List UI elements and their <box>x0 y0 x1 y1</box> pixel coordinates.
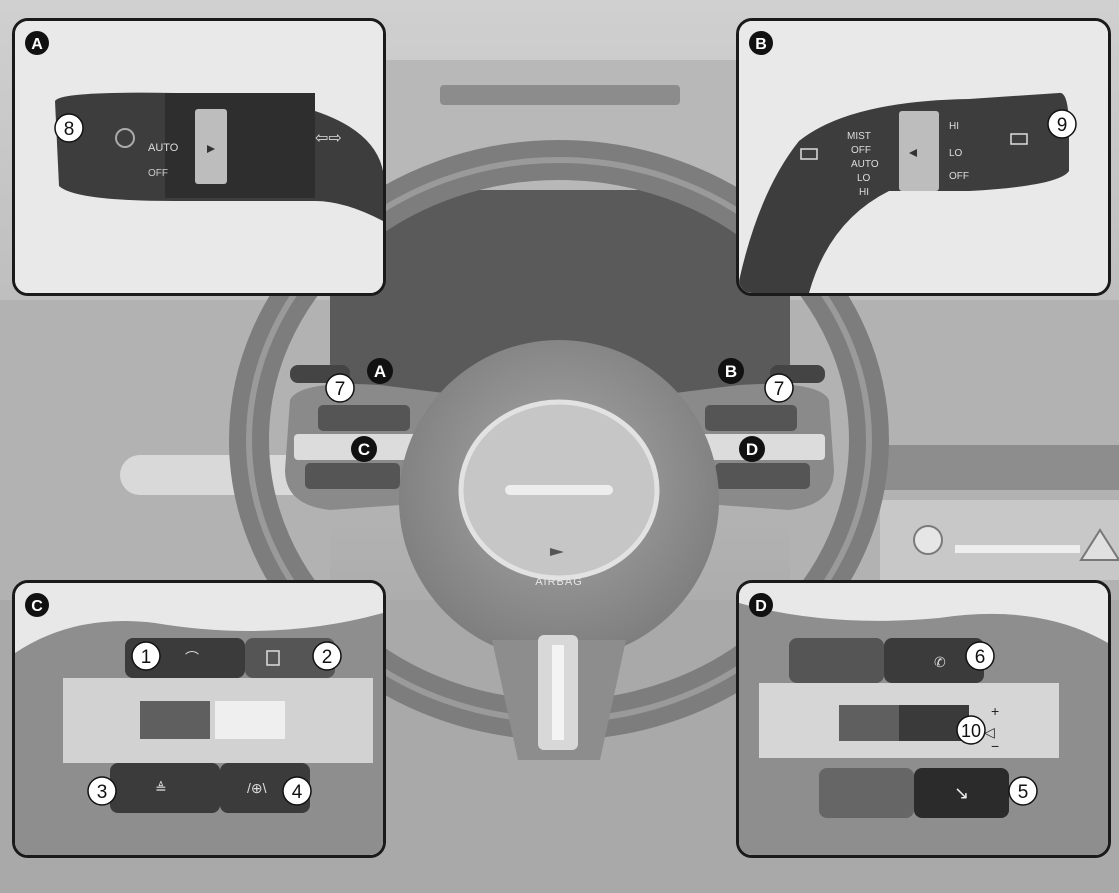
inset-b-wiper-switch: B 9 MIST OFF AUTO LO HI HI LO OFF <box>736 18 1111 296</box>
button-blank-lower <box>819 768 914 818</box>
svg-text:B: B <box>725 362 737 381</box>
inset-a-light-switch: A 8 AUTO OFF ⇦⇨ <box>12 18 386 296</box>
callout-4 <box>282 776 312 806</box>
inset-a-badge <box>25 31 49 55</box>
inset-c-left-buttons: C 1 2 3 4 ⌒ ≜ /⊕\ <box>12 580 386 858</box>
driving-assist-icon: ⌒ <box>185 650 199 666</box>
svg-text:D: D <box>755 598 767 615</box>
lights-position-auto: AUTO <box>148 142 179 154</box>
svg-text:10: 10 <box>961 721 981 741</box>
right-air-vent <box>880 445 1119 490</box>
left-spoke-upper-buttons <box>318 405 410 431</box>
svg-text:7: 7 <box>335 379 346 400</box>
sun-icon <box>115 128 135 148</box>
callout-2 <box>312 641 342 671</box>
svg-text:2: 2 <box>322 647 333 668</box>
volume-plus: + <box>991 703 999 719</box>
button-2 <box>245 638 335 678</box>
inset-d-badge <box>749 593 773 617</box>
volume-minus: − <box>991 738 999 754</box>
left-buttons-drawing: C 1 2 3 4 ⌒ ≜ /⊕\ <box>15 583 383 855</box>
svg-text:A: A <box>374 362 386 381</box>
front-wiper-icon <box>800 148 818 160</box>
washer-position-off: OFF <box>949 171 969 182</box>
marker-a: A <box>367 358 393 384</box>
callout-1 <box>131 641 161 671</box>
callout-10 <box>956 715 986 745</box>
left-roller-wheel <box>215 701 285 739</box>
svg-text:4: 4 <box>292 782 303 803</box>
marker-c: C <box>351 436 377 462</box>
rear-wiper-icon <box>1010 133 1028 145</box>
marker-b: B <box>718 358 744 384</box>
washer-position-lo: LO <box>949 148 963 159</box>
wiper-switch-drawing: B 9 MIST OFF AUTO LO HI HI LO OFF <box>739 21 1108 293</box>
svg-text:C: C <box>358 440 370 459</box>
wiper-position-hi: HI <box>859 187 869 198</box>
svg-text:3: 3 <box>97 782 108 803</box>
left-spoke-lower-buttons <box>305 463 400 489</box>
airbag-label: AIRBAG <box>535 576 583 588</box>
inset-b-badge <box>749 31 773 55</box>
callout-6 <box>965 641 995 671</box>
button-5 <box>914 768 1009 818</box>
light-rotary-switch <box>195 109 227 184</box>
lane-assist-icon: /⊕\ <box>247 780 267 796</box>
wiper-position-mist: MIST <box>847 131 871 142</box>
button-blank-upper <box>789 638 884 683</box>
callout-9 <box>1047 109 1077 139</box>
horn-icon <box>550 548 564 556</box>
start-button <box>913 525 943 555</box>
wiper-position-off: OFF <box>851 145 871 156</box>
right-spoke-lower-buttons <box>715 463 810 489</box>
wiper-position-lo: LO <box>857 173 871 184</box>
turn-signal-arrows-icon: ⇦⇨ <box>315 130 342 147</box>
mute-icon: ◁ <box>984 724 995 740</box>
svg-text:B: B <box>755 36 767 53</box>
washer-position-hi: HI <box>949 121 959 132</box>
svg-text:8: 8 <box>64 119 75 140</box>
svg-text:A: A <box>31 36 43 53</box>
hazard-icon <box>1079 528 1119 561</box>
cruise-icon: ≜ <box>155 780 167 796</box>
svg-text:C: C <box>31 598 43 615</box>
right-spoke-upper-buttons <box>705 405 797 431</box>
marker-d: D <box>739 436 765 462</box>
svg-text:9: 9 <box>1057 115 1068 136</box>
svg-text:7: 7 <box>774 379 785 400</box>
button-3 <box>110 763 220 813</box>
phone-call-icon: ↘ <box>954 783 969 803</box>
right-buttons-drawing: D 6 10 5 + − ◁ ✆ ↘ <box>739 583 1108 855</box>
voice-recognition-icon: ✆ <box>934 654 946 670</box>
callout-5 <box>1008 776 1038 806</box>
inset-c-badge <box>25 593 49 617</box>
instrument-cluster <box>330 190 790 400</box>
inset-d-right-buttons: D 6 10 5 + − ◁ ✆ ↘ <box>736 580 1111 858</box>
wiper-position-auto: AUTO <box>851 159 879 170</box>
callout-7-left: 7 <box>325 373 355 403</box>
svg-text:6: 6 <box>975 647 986 668</box>
svg-text:D: D <box>746 440 758 459</box>
lights-position-off: OFF <box>148 168 168 179</box>
light-switch-drawing: A 8 AUTO OFF ⇦⇨ <box>15 21 383 293</box>
mode-icon <box>266 650 280 666</box>
svg-text:1: 1 <box>141 647 152 668</box>
svg-text:5: 5 <box>1018 782 1029 803</box>
callout-7-right: 7 <box>764 373 794 403</box>
defrost-vent <box>440 85 680 105</box>
callout-8 <box>54 113 84 143</box>
wiper-rotary-switch <box>899 111 939 191</box>
callout-3 <box>87 776 117 806</box>
button-6 <box>884 638 984 683</box>
wiper-lever-body <box>739 92 1069 293</box>
